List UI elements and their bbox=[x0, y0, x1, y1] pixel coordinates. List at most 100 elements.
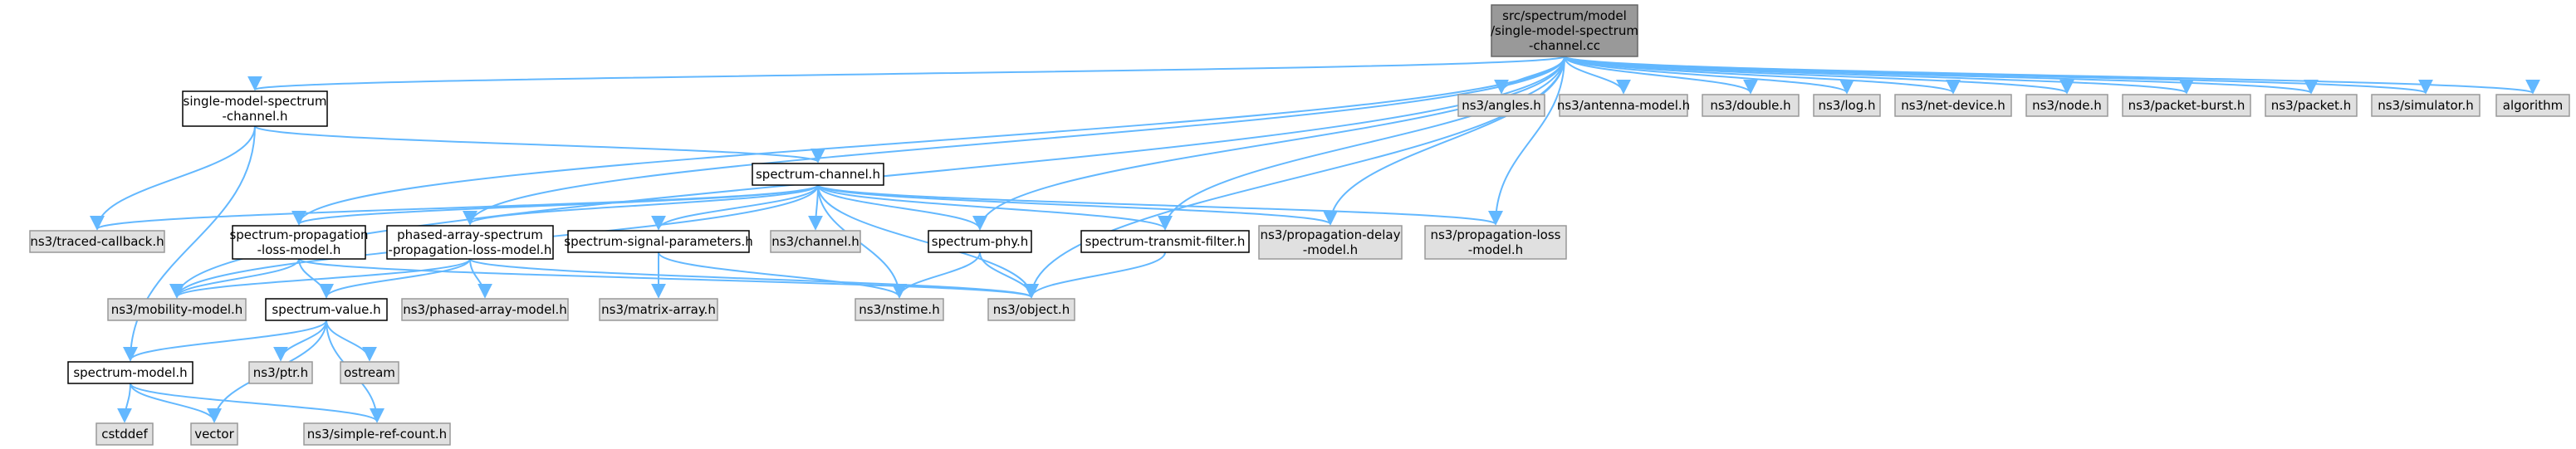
node-label-vector-0: vector bbox=[194, 427, 234, 442]
node-label-simpleref-0: ns3/simple-ref-count.h bbox=[307, 427, 447, 442]
node-box-simulator bbox=[2371, 94, 2481, 117]
node-label-mobility-0: ns3/mobility-model.h bbox=[111, 302, 243, 317]
node-box-spmodel bbox=[67, 361, 193, 384]
node-label-spprop-0: spectrum-propagation bbox=[229, 227, 368, 242]
edge-root-to-smsc_h bbox=[248, 56, 1565, 91]
node-mobility[interactable]: ns3/mobility-model.h bbox=[107, 298, 247, 321]
node-box-netdev bbox=[1894, 94, 2012, 117]
node-simpleref[interactable]: ns3/simple-ref-count.h bbox=[303, 422, 451, 446]
node-spmodel[interactable]: spectrum-model.h bbox=[67, 361, 193, 384]
node-antenna[interactable]: ns3/antenna-model.h bbox=[1557, 94, 1690, 117]
node-box-spvalue bbox=[265, 298, 388, 321]
edge-smsc_h-to-spchan bbox=[254, 125, 825, 163]
node-box-angles bbox=[1457, 94, 1545, 117]
edge-root-to-txfilter bbox=[1158, 56, 1565, 231]
node-box-simpleref bbox=[303, 422, 451, 446]
node-label-proploss-0: ns3/propagation-loss bbox=[1430, 227, 1560, 242]
edge-root-to-proploss bbox=[1488, 56, 1565, 226]
node-box-root bbox=[1491, 4, 1638, 57]
edge-root-to-log bbox=[1564, 56, 1854, 95]
node-box-traced bbox=[29, 230, 165, 253]
node-spphy[interactable]: spectrum-phy.h bbox=[928, 230, 1032, 253]
node-box-nstime bbox=[855, 298, 944, 321]
node-label-txfilter-0: spectrum-transmit-filter.h bbox=[1085, 234, 1246, 249]
edge-spchan-to-propdelay bbox=[817, 184, 1338, 226]
node-label-log-0: ns3/log.h bbox=[1818, 98, 1875, 113]
edge-root-to-spphy bbox=[972, 56, 1565, 231]
edge-spchan-to-spphy bbox=[817, 184, 987, 231]
node-vector[interactable]: vector bbox=[190, 422, 238, 446]
node-label-spprop-1: -loss-model.h bbox=[257, 242, 341, 257]
node-box-mobility bbox=[107, 298, 247, 321]
edge-root-to-object bbox=[1024, 56, 1565, 299]
node-double[interactable]: ns3/double.h bbox=[1702, 94, 1800, 117]
node-box-log bbox=[1813, 94, 1881, 117]
edge-spmodel-to-cstddef bbox=[117, 383, 133, 423]
node-angles[interactable]: ns3/angles.h bbox=[1457, 94, 1545, 117]
node-sigparams[interactable]: spectrum-signal-parameters.h bbox=[564, 230, 753, 253]
node-box-phasedmodel bbox=[401, 298, 569, 321]
node-box-ns3chan bbox=[770, 230, 861, 253]
node-box-spprop bbox=[232, 225, 366, 260]
node-label-smsc_h-0: single-model-spectrum bbox=[184, 94, 327, 109]
edge-smsc_h-to-spmodel bbox=[123, 125, 256, 362]
edge-spchan-to-txfilter bbox=[817, 184, 1173, 231]
edge-root-to-spprop bbox=[291, 56, 1565, 226]
node-label-antenna-0: ns3/antenna-model.h bbox=[1557, 98, 1690, 113]
node-phasedmodel[interactable]: ns3/phased-array-model.h bbox=[401, 298, 569, 321]
node-box-txfilter bbox=[1080, 230, 1250, 253]
node-spchan[interactable]: spectrum-channel.h bbox=[752, 163, 884, 186]
node-cstddef[interactable]: cstddef bbox=[95, 422, 154, 446]
node-matrix[interactable]: ns3/matrix-array.h bbox=[599, 298, 718, 321]
node-label-nstime-0: ns3/nstime.h bbox=[859, 302, 939, 317]
node-spprop[interactable]: spectrum-propagation-loss-model.h bbox=[229, 225, 369, 260]
node-label-netdev-0: ns3/net-device.h bbox=[1901, 98, 2005, 113]
node-smsc_h[interactable]: single-model-spectrum-channel.h bbox=[182, 90, 328, 127]
node-node[interactable]: ns3/node.h bbox=[2025, 94, 2108, 117]
node-box-packet bbox=[2265, 94, 2358, 117]
node-box-double bbox=[1702, 94, 1800, 117]
node-box-algorithm bbox=[2495, 94, 2570, 117]
node-box-ostream bbox=[340, 361, 399, 384]
node-ostream[interactable]: ostream bbox=[340, 361, 399, 384]
node-object[interactable]: ns3/object.h bbox=[987, 298, 1075, 321]
edge-spvalue-to-ostream bbox=[326, 320, 377, 362]
node-label-spchan-0: spectrum-channel.h bbox=[756, 167, 880, 182]
node-ns3chan[interactable]: ns3/channel.h bbox=[770, 230, 861, 253]
node-root[interactable]: src/spectrum/model/single-model-spectrum… bbox=[1491, 4, 1638, 57]
node-label-phased-1: -propagation-loss-model.h bbox=[389, 242, 552, 257]
edge-spchan-to-spprop bbox=[291, 184, 819, 226]
node-algorithm[interactable]: algorithm bbox=[2495, 94, 2570, 117]
node-ptr[interactable]: ns3/ptr.h bbox=[248, 361, 313, 384]
node-netdev[interactable]: ns3/net-device.h bbox=[1894, 94, 2012, 117]
node-box-cstddef bbox=[95, 422, 154, 446]
node-label-root-1: /single-model-spectrum bbox=[1491, 23, 1638, 38]
node-label-spvalue-0: spectrum-value.h bbox=[272, 302, 380, 317]
node-traced[interactable]: ns3/traced-callback.h bbox=[29, 230, 165, 253]
node-label-pktburst-0: ns3/packet-burst.h bbox=[2128, 98, 2245, 113]
node-pktburst[interactable]: ns3/packet-burst.h bbox=[2122, 94, 2251, 117]
node-label-node-0: ns3/node.h bbox=[2032, 98, 2102, 113]
node-box-node bbox=[2025, 94, 2108, 117]
node-simulator[interactable]: ns3/simulator.h bbox=[2371, 94, 2481, 117]
node-box-ptr bbox=[248, 361, 313, 384]
node-label-ptr-0: ns3/ptr.h bbox=[253, 365, 308, 380]
node-label-proploss-1: -model.h bbox=[1468, 242, 1523, 257]
node-log[interactable]: ns3/log.h bbox=[1813, 94, 1881, 117]
node-box-propdelay bbox=[1258, 225, 1403, 260]
node-packet[interactable]: ns3/packet.h bbox=[2265, 94, 2358, 117]
node-spvalue[interactable]: spectrum-value.h bbox=[265, 298, 388, 321]
node-label-ns3chan-0: ns3/channel.h bbox=[771, 234, 859, 249]
node-proploss[interactable]: ns3/propagation-loss-model.h bbox=[1424, 225, 1567, 260]
node-propdelay[interactable]: ns3/propagation-delay-model.h bbox=[1258, 225, 1403, 260]
node-box-pktburst bbox=[2122, 94, 2251, 117]
node-label-traced-0: ns3/traced-callback.h bbox=[30, 234, 164, 249]
node-phased[interactable]: phased-array-spectrum-propagation-loss-m… bbox=[386, 225, 554, 260]
node-box-matrix bbox=[599, 298, 718, 321]
node-label-double-0: ns3/double.h bbox=[1710, 98, 1790, 113]
node-txfilter[interactable]: spectrum-transmit-filter.h bbox=[1080, 230, 1250, 253]
edge-spchan-to-phased bbox=[463, 184, 819, 226]
edge-spchan-to-sigparams bbox=[651, 184, 819, 231]
node-label-propdelay-0: ns3/propagation-delay bbox=[1260, 227, 1400, 242]
node-nstime[interactable]: ns3/nstime.h bbox=[855, 298, 944, 321]
